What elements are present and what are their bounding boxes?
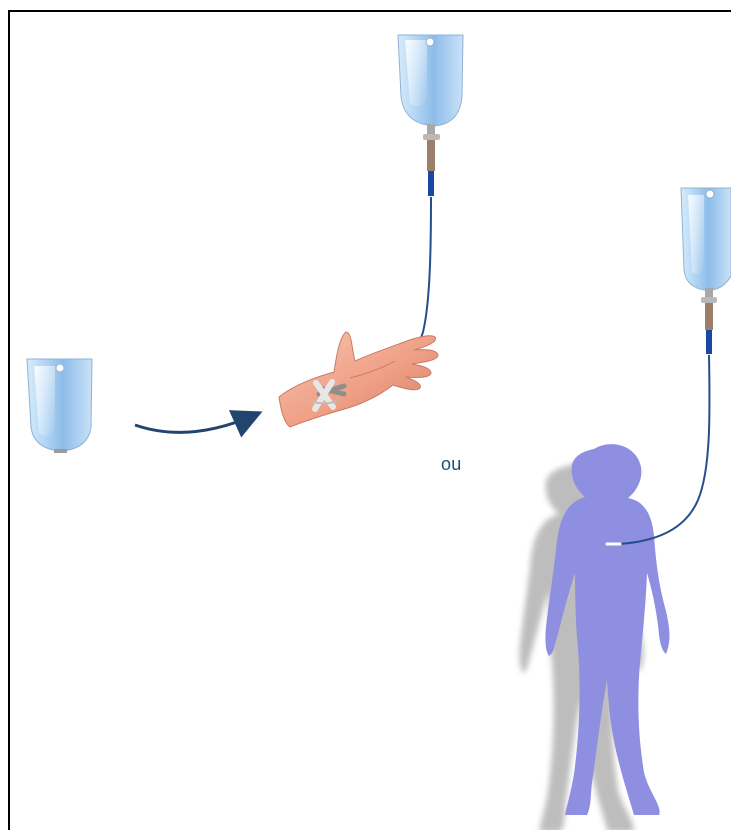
hand-icon (279, 332, 438, 427)
connector-label: ou (441, 454, 461, 475)
iv-bag-icon (27, 359, 92, 453)
iv-bag-icon (398, 35, 463, 196)
arrow-icon (135, 414, 257, 432)
iv-bag-icon (681, 188, 731, 354)
